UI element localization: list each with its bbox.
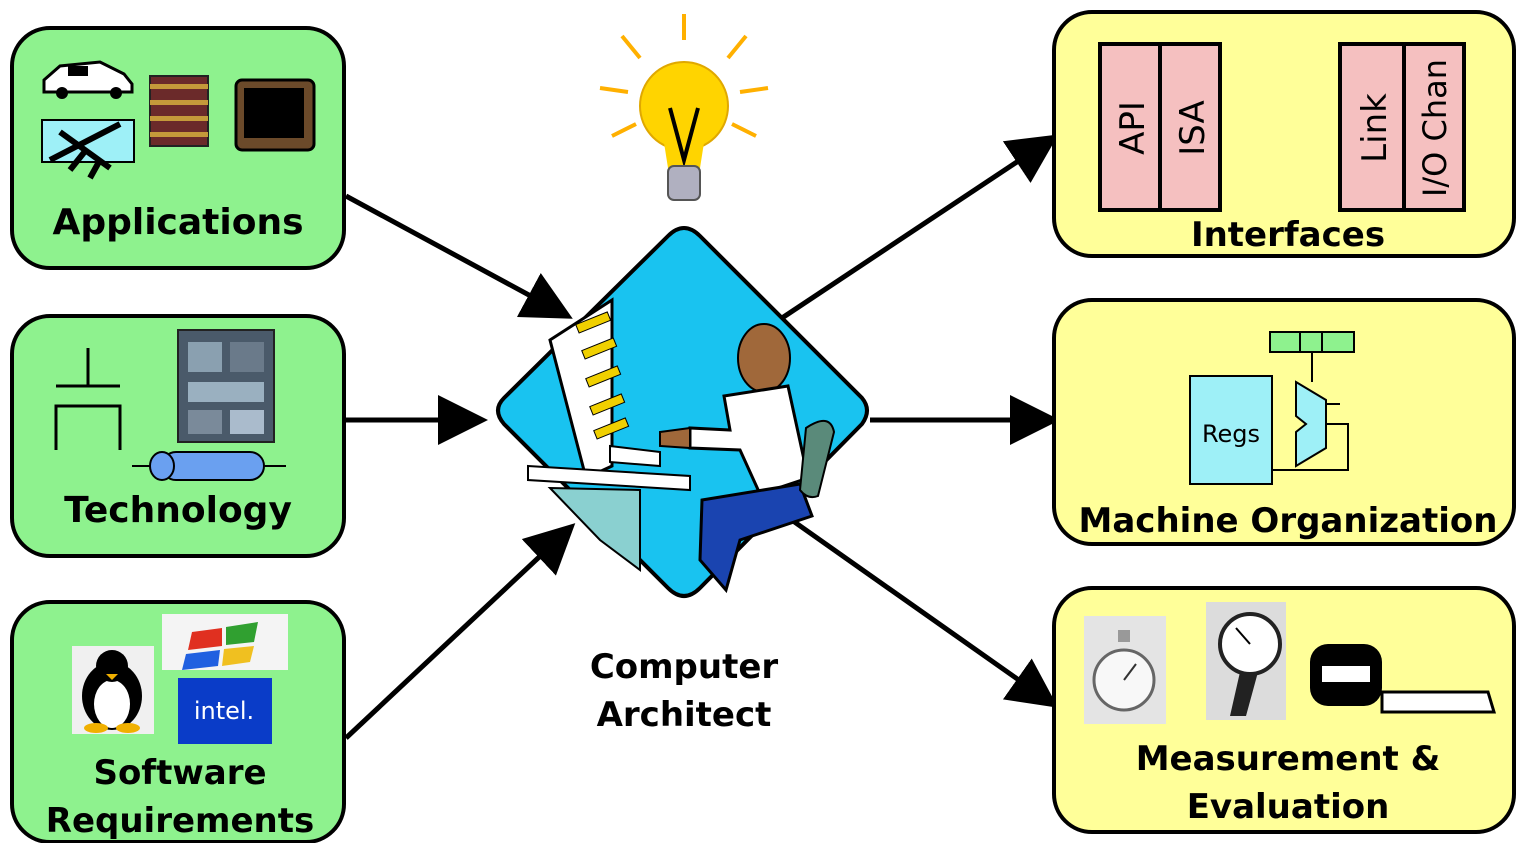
monitor-icon (234, 78, 316, 152)
software-box: intel. Software Requirements (10, 600, 346, 843)
fiber-icon (132, 451, 286, 481)
interface-box-api: API (1113, 101, 1153, 155)
intel-logo-text: intel. (194, 697, 254, 725)
car-icon (42, 60, 134, 99)
arrow-applications (344, 193, 573, 319)
interface-box-link: Link (1355, 93, 1395, 163)
architect-diamond (496, 225, 869, 598)
interfaces-label: Interfaces (1191, 215, 1385, 255)
machine-org-box: Regs Machine Organization (1052, 298, 1516, 546)
technology-box: Technology (10, 314, 346, 558)
regs-box (1189, 375, 1273, 485)
software-label-line2: Requirements (46, 801, 314, 841)
arrow-interfaces (780, 134, 1059, 321)
machine-org-label: Machine Organization (1079, 501, 1498, 541)
tape-measure-icon (1310, 644, 1497, 714)
link-io-stack: Link I/O Chan (1338, 42, 1466, 212)
measurement-label-line1: Measurement & (1136, 739, 1441, 779)
applications-box: Applications (10, 26, 346, 270)
api-isa-stack: API ISA (1098, 42, 1222, 212)
architect-icon (527, 297, 836, 594)
interfaces-box: API ISA Link I/O Chan Interfaces (1052, 10, 1516, 258)
gauge-icon (1206, 602, 1286, 720)
penguin-icon (72, 646, 154, 734)
interface-box-isa: ISA (1173, 100, 1213, 156)
measurement-label-line2: Evaluation (1187, 787, 1390, 827)
ir-register (1269, 331, 1355, 353)
technology-label: Technology (64, 490, 292, 531)
intel-icon: intel. (178, 678, 272, 744)
applications-label: Applications (52, 202, 303, 243)
center-label-line1: Computer (590, 647, 779, 687)
measurement-box: Measurement & Evaluation (1052, 586, 1516, 834)
arrow-software (344, 523, 576, 740)
books-icon (149, 75, 209, 147)
regs-label: Regs (1202, 420, 1260, 448)
arrows (344, 134, 1060, 740)
datapath (1272, 352, 1349, 471)
arrow-measurement (784, 513, 1059, 708)
interface-box-io-chan: I/O Chan (1416, 59, 1454, 197)
stopwatch-icon (1084, 616, 1166, 724)
windows-icon (162, 614, 288, 670)
chip-icon (177, 329, 275, 443)
software-label-line1: Software (93, 753, 266, 793)
center-label-line2: Architect (597, 695, 772, 735)
airplane-icon (41, 119, 135, 180)
lightbulb-icon (599, 14, 769, 201)
transistor-icon (54, 348, 122, 450)
